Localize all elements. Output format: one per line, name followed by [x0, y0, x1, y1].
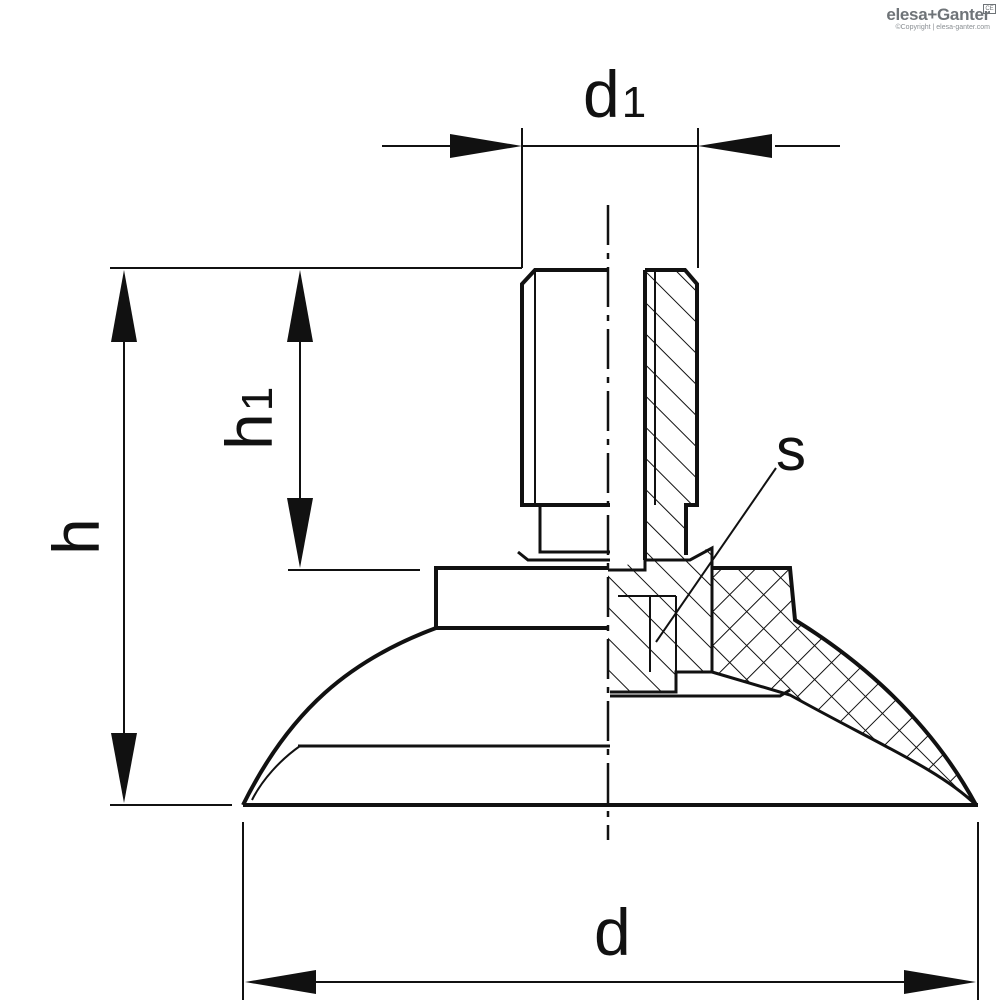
pad-section	[712, 568, 976, 805]
h-arrow-bottom	[111, 733, 137, 803]
dimension-h	[110, 267, 522, 806]
dimension-h1	[287, 270, 420, 571]
cup-outer-profile	[241, 626, 437, 806]
label-d: d	[594, 895, 631, 969]
dimension-d	[242, 822, 979, 1000]
d-arrow-left	[245, 970, 316, 994]
h1-arrow-top	[287, 270, 313, 342]
d1-arrow-right	[698, 134, 772, 158]
label-d1: d1	[583, 57, 646, 131]
stud-outline-left	[520, 268, 610, 507]
label-h: h	[39, 518, 113, 555]
label-d1-sub: 1	[622, 78, 646, 127]
base-hub	[434, 545, 978, 807]
label-h1: h1	[212, 387, 286, 450]
hub-collar	[434, 566, 608, 630]
hub-section	[608, 545, 712, 692]
suction-cup-body	[241, 626, 978, 807]
h-arrow-top	[111, 270, 137, 342]
d1-arrow-left	[450, 134, 522, 158]
brand-logo: elesa+Ganter ©Copyright | elesa-ganter.c…	[886, 4, 996, 32]
ce-mark: CE	[983, 4, 996, 14]
label-s: s	[776, 416, 806, 483]
stud-section	[645, 270, 697, 505]
h1-arrow-bottom	[287, 498, 313, 568]
brand-name: elesa+Ganter	[886, 5, 990, 24]
d-arrow-right	[904, 970, 976, 994]
brand-copyright: ©Copyright | elesa-ganter.com	[895, 24, 990, 31]
stud-neck-left	[538, 505, 610, 554]
dimension-d1	[382, 128, 840, 268]
threaded-stud	[517, 268, 699, 562]
label-h1-sub: 1	[233, 387, 282, 411]
